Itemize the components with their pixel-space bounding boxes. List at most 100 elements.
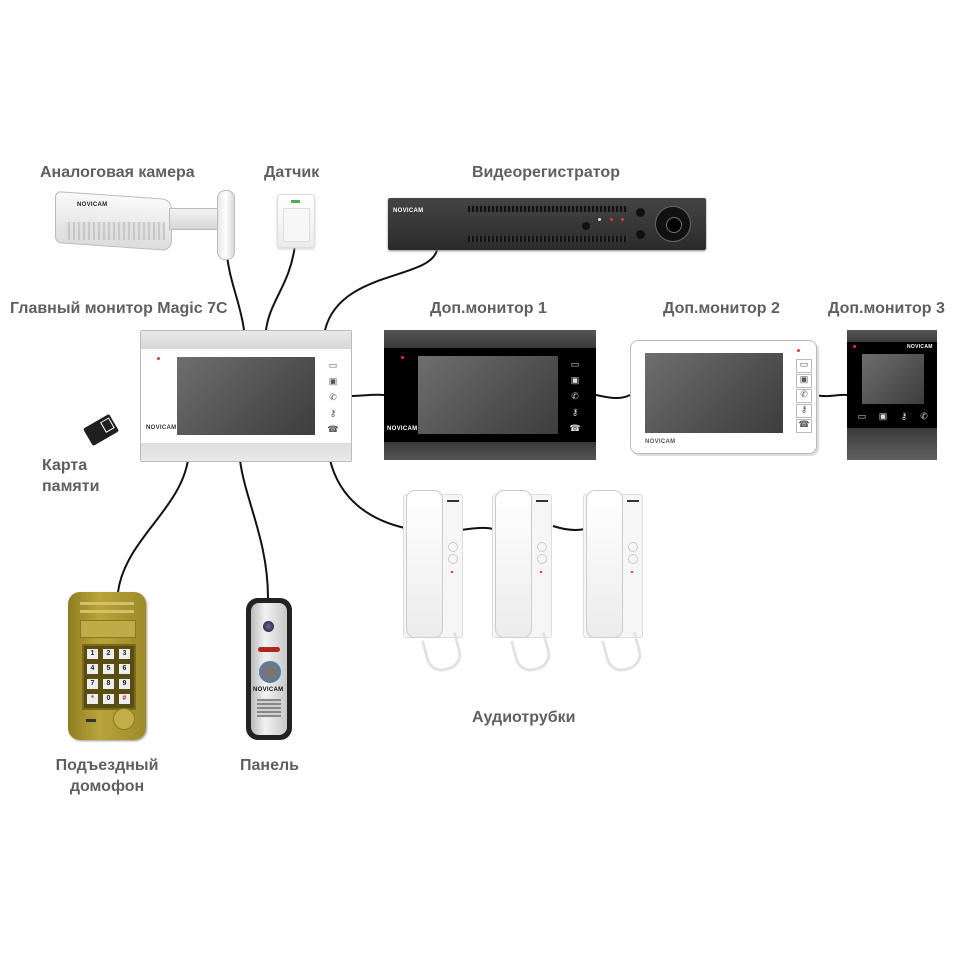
wire-main-mon1 [349,393,385,397]
keypad-key: 0 [103,694,114,704]
handset-led [540,571,542,573]
handset-cord [601,631,645,676]
intercom-icon: ▣ [878,411,888,421]
intercom-grille [80,602,134,605]
label-monitor1: Доп.монитор 1 [430,300,547,317]
monitor2-brand: NOVICAM [645,439,676,445]
handset-door-button [537,542,547,552]
panel-brand: NOVICAM [253,687,284,693]
handset-door-button [628,542,638,552]
panel-call-button [259,661,281,683]
keypad-key: 1 [87,649,98,659]
phone-icon: ✆ [796,389,812,403]
hangup-icon: ☎ [796,419,812,433]
intercom-icon: ▣ [570,375,580,385]
monitor-icon: ▭ [328,360,338,370]
intercom-display [80,620,136,638]
phone-icon: ✆ [920,411,928,421]
call-panel: NOVICAM [246,598,292,740]
key-icon: ⚷ [796,404,812,418]
dvr-led-red [621,218,624,221]
monitor-icon: ▭ [857,411,867,421]
main-monitor-led [157,357,160,360]
wire-main-handsets [329,459,406,529]
wire-handset2-3 [552,525,586,531]
monitor3-led [853,345,856,348]
memory-card-logo [100,417,115,433]
intercom-speaker [86,719,96,722]
label-handsets: Аудиотрубки [472,709,576,726]
key-icon: ⚷ [571,407,579,417]
handset-receiver [495,490,532,638]
handset-led [631,571,633,573]
main-monitor-brand: NOVICAM [146,425,177,431]
keypad-key: 4 [87,664,98,674]
intercom-icon: ▣ [328,376,338,386]
dvr-dpad [655,206,691,242]
main-monitor-bottom-bezel [141,443,351,461]
analog-camera: NOVICAM [55,190,245,260]
keypad-key: * [87,694,98,704]
handset-receiver [586,490,623,638]
phone-icon: ✆ [571,391,579,401]
wire-dvr-main [324,249,438,331]
dvr: NOVICAM [388,198,706,250]
camera-mount-plate [217,190,235,260]
intercom-key-reader [113,708,135,730]
handset-call-button [448,554,458,564]
monitor1-top-bezel [384,330,596,348]
panel-camera [263,621,274,632]
label-entrance-intercom-line1: Подъездный [55,757,159,774]
handset-door-button [448,542,458,552]
additional-monitor-3: NOVICAM ▭ ▣ ⚷ ✆ [847,330,937,460]
intercom-icon: ▣ [796,374,812,388]
monitor1-brand: NOVICAM [387,426,418,432]
handset-cord [510,631,554,676]
monitor-icon: ▭ [796,359,812,373]
panel-speaker [257,699,281,717]
label-main-monitor: Главный монитор Magic 7C [10,300,228,317]
label-memory-card: Карта памяти [42,455,99,497]
keypad-key: 5 [103,664,114,674]
monitor1-led [401,356,404,359]
wire-main-panel [239,459,269,599]
keypad-key: # [119,694,130,704]
additional-monitor-2: NOVICAM ▭ ▣ ✆ ⚷ ☎ [630,340,817,454]
main-monitor: NOVICAM ▭ ▣ ✆ ⚷ ☎ [140,330,352,462]
handset-call-button [537,554,547,564]
sensor-led [291,200,300,203]
hangup-icon: ☎ [569,423,581,433]
label-memory-card-line2: памяти [42,478,100,495]
monitor3-top-bezel [847,330,937,342]
label-entrance-intercom-line2: домофон [69,778,145,795]
handset-brand [536,500,548,502]
phone-icon: ✆ [329,392,337,402]
monitor3-bottom-bezel [847,428,937,460]
label-entrance-intercom: Подъездный домофон [52,755,162,797]
dvr-power-button [582,222,590,230]
dvr-vent-bottom [468,236,628,242]
dvr-dpad-center [666,217,682,233]
sensor [277,194,315,248]
monitor2-screen [645,353,783,433]
intercom-grille [80,610,134,613]
label-monitor3: Доп.монитор 3 [828,300,945,317]
handset-call-button [628,554,638,564]
keypad-key: 8 [103,679,114,689]
wire-sensor-main [265,244,296,331]
handset-cord [421,631,465,676]
label-sensor: Датчик [264,164,320,181]
label-panel: Панель [240,757,299,774]
handset-brand [447,500,459,502]
main-monitor-screen [177,357,315,435]
handset-led [451,571,453,573]
audio-handset [492,490,554,676]
monitor1-screen [418,356,558,434]
dvr-led [598,218,601,221]
monitor1-bottom-bezel [384,442,596,460]
camera-brand: NOVICAM [77,202,108,208]
keypad-key: 7 [87,679,98,689]
hangup-icon: ☎ [327,424,339,434]
